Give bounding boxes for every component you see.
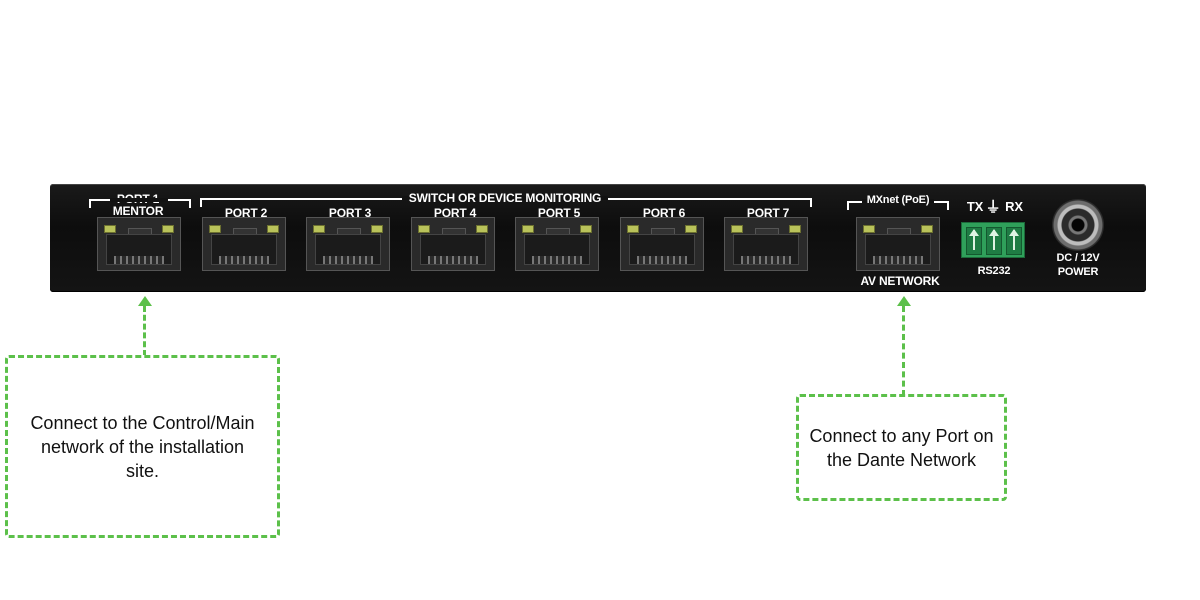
port-3-label: PORT 3 [328,206,372,220]
control-network-text: Connect to the Control/Main network of t… [30,412,255,481]
power-jack-icon[interactable] [1052,199,1104,251]
rj45-port-2[interactable] [202,217,286,271]
ground-symbol: ⏚ [985,199,1001,216]
rs232-terminal-block[interactable] [961,222,1025,258]
port-5-label: PORT 5 [537,206,581,220]
power-label: POWER [1057,266,1099,278]
rj45-port-3[interactable] [306,217,390,271]
rj45-port-5[interactable] [515,217,599,271]
rx-label: RX [1005,199,1023,214]
right-connector-line [902,306,905,396]
rj45-port-4[interactable] [411,217,495,271]
rj45-port-6[interactable] [620,217,704,271]
ground-arrow-icon [989,229,1001,250]
port-7-label: PORT 7 [746,206,790,220]
rj45-port-7[interactable] [724,217,808,271]
tx-label: TX [966,199,984,214]
dante-network-callout: Connect to any Port on the Dante Network [796,394,1007,501]
port-4-label: PORT 4 [433,206,477,220]
switch-monitoring-label: SWITCH OR DEVICE MONITORING [408,191,602,205]
port-2-label: PORT 2 [224,206,268,220]
power-voltage-label: DC / 12V [1056,252,1100,264]
mxnet-rj45-port[interactable] [856,217,940,271]
dante-network-text: Connect to any Port on the Dante Network [809,425,994,470]
rj45-port-1[interactable] [97,217,181,271]
left-arrowhead-icon [138,296,152,306]
mxnet-poe-label: MXnet (PoE) [866,194,930,206]
port1-mentor-label: MENTOR [112,204,164,218]
port-6-label: PORT 6 [642,206,686,220]
control-network-callout: Connect to the Control/Main network of t… [5,355,280,538]
tx-arrow-icon [969,229,981,250]
rx-arrow-icon [1009,229,1021,250]
left-connector-line [143,306,146,356]
av-network-label: AV NETWORK [860,274,940,288]
right-arrowhead-icon [897,296,911,306]
rs232-label: RS232 [977,265,1011,277]
